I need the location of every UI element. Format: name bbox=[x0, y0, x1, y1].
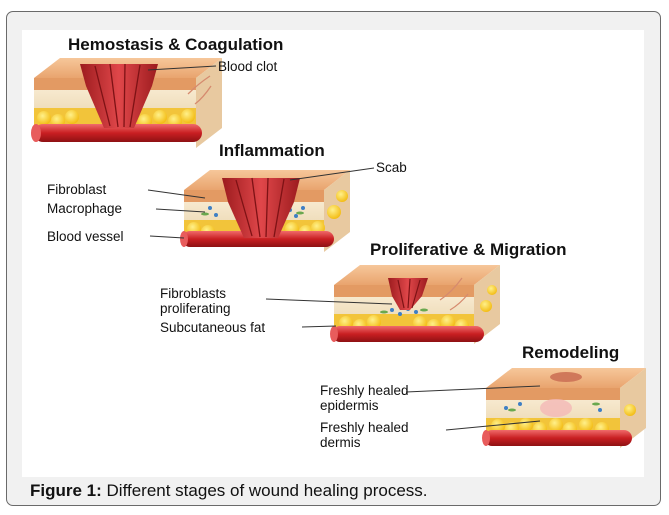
label-fibroblast: Fibroblast bbox=[47, 182, 106, 197]
caption-label: Figure 1: bbox=[30, 481, 102, 500]
stage-title-proliferative: Proliferative & Migration bbox=[370, 240, 566, 260]
caption-text: Different stages of wound healing proces… bbox=[102, 481, 428, 500]
skin-block-proliferative bbox=[330, 265, 500, 344]
label-scab: Scab bbox=[376, 160, 407, 175]
label-subcutaneous-fat: Subcutaneous fat bbox=[160, 320, 265, 335]
label-blood-clot: Blood clot bbox=[218, 59, 277, 74]
label-freshly-healed-epidermis: Freshly healed epidermis bbox=[320, 383, 420, 413]
label-fibroblasts-proliferating: Fibroblasts proliferating bbox=[160, 286, 280, 316]
stage-title-hemostasis: Hemostasis & Coagulation bbox=[68, 35, 283, 55]
label-macrophage: Macrophage bbox=[47, 201, 122, 216]
skin-block-hemostasis bbox=[31, 58, 222, 148]
label-freshly-healed-dermis: Freshly healed dermis bbox=[320, 420, 420, 450]
skin-block-remodeling bbox=[482, 368, 646, 448]
skin-block-inflammation bbox=[180, 170, 350, 252]
label-blood-vessel: Blood vessel bbox=[47, 229, 124, 244]
figure-caption: Figure 1: Different stages of wound heal… bbox=[30, 481, 428, 501]
stage-title-inflammation: Inflammation bbox=[219, 141, 325, 161]
stage-title-remodeling: Remodeling bbox=[522, 343, 619, 363]
